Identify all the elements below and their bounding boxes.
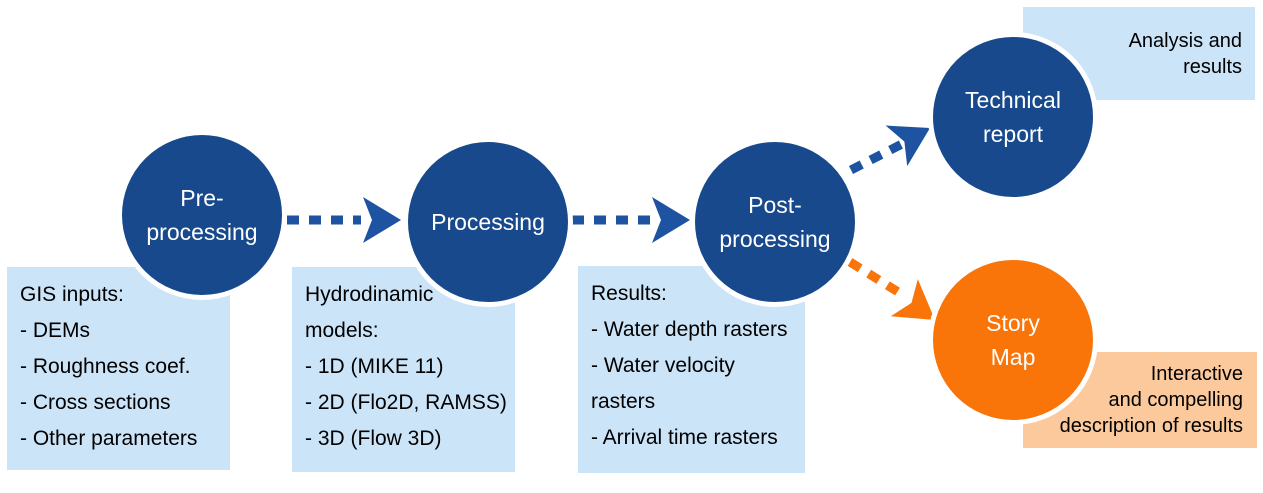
arrowhead-processing-to-post <box>652 197 690 243</box>
note-line: Analysis and <box>1128 30 1242 52</box>
stage-label-line: Pre- <box>180 185 224 211</box>
stage-label-line: Post- <box>748 192 802 218</box>
note-line: - Other parameters <box>20 427 198 450</box>
stage-circle-post-processing: Post- processing <box>690 137 860 307</box>
note-line: and compelling <box>1108 389 1243 411</box>
note-line: results <box>1183 56 1242 78</box>
note-line: - Roughness coef. <box>20 355 191 378</box>
stage-label-line: Story <box>986 310 1040 336</box>
stage-label-line: Technical <box>965 87 1061 113</box>
stage-circle-technical-report: Technical report <box>928 32 1098 202</box>
note-line: - Water depth rasters <box>591 318 788 341</box>
stage-circle-pre-processing: Pre- processing <box>117 130 287 300</box>
arrow-dash-post-to-technical-report <box>848 139 905 175</box>
stage-label-line: report <box>982 121 1044 147</box>
note-line: description of results <box>1059 415 1243 437</box>
note-line: models: <box>305 319 379 342</box>
stage-circle-processing: Processing <box>403 137 573 307</box>
arrowhead-post-to-story-map <box>890 279 935 320</box>
arrow-dash-post-to-story-map <box>847 258 906 299</box>
note-line: - 3D (Flow 3D) <box>305 427 442 450</box>
note-line: Hydrodinamic <box>305 283 434 306</box>
stage-label-line: processing <box>146 219 258 245</box>
stage-label-line: Processing <box>431 209 545 235</box>
stage-circle-story-map: Story Map <box>928 255 1098 425</box>
note-line: - Arrival time rasters <box>591 426 778 449</box>
stage-label-line: processing <box>719 226 831 252</box>
note-line: - Water velocity rasters <box>591 354 735 413</box>
note-line: - Cross sections <box>20 391 171 414</box>
arrowhead-post-to-technical-report <box>885 125 930 167</box>
note-line: GIS inputs: <box>20 283 124 306</box>
note-line: Interactive <box>1150 363 1243 385</box>
gis-inputs-note: GIS inputs: - DEMs - Roughness coef. - C… <box>7 267 230 470</box>
note-line: - 2D (Flo2D, RAMSS) <box>305 391 507 414</box>
note-line: - DEMs <box>20 319 90 342</box>
stage-label-line: Map <box>990 344 1036 370</box>
note-line: - 1D (MIKE 11) <box>305 355 444 378</box>
arrowhead-pre-to-processing <box>363 197 401 243</box>
note-line: Results: <box>591 282 667 305</box>
